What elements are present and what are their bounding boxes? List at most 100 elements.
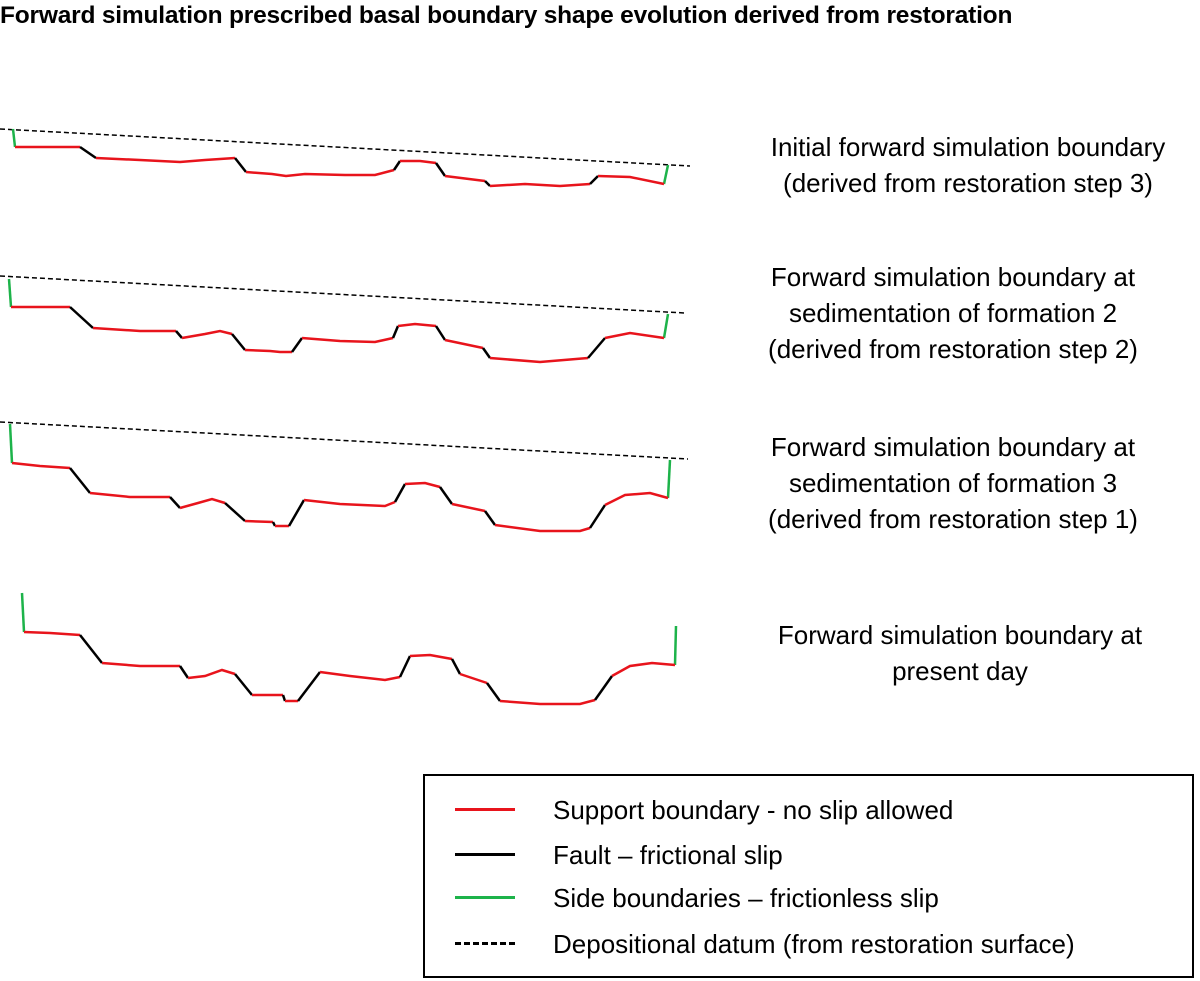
support-segment [11,461,71,470]
support-segment [397,322,437,328]
fault-segment [485,682,502,702]
stage-1-caption: Initial forward simulation boundary (der… [728,129,1200,201]
fault-segment [393,483,407,503]
legend-label: Side boundaries – frictionless slip [553,883,939,913]
support-segment [604,491,669,507]
side-boundary-left [11,128,17,148]
side-boundary-left [7,278,13,308]
fault-segment [481,347,492,359]
support-segment [245,168,395,178]
support-segment [301,336,394,344]
fault-segment [287,499,306,527]
caption-line: sedimentation of formation 3 [788,468,1118,498]
fault-segment [169,496,181,509]
support-segment [611,661,676,678]
support-segment [244,519,274,524]
fault-segment [234,157,247,173]
fault-segment [290,337,304,353]
fault-segment [224,502,246,522]
caption-line: sedimentation of formation 2 [788,298,1118,328]
caption-line: (derived from restoration step 1) [768,504,1138,534]
support-segment [499,698,596,706]
fault-segment [231,333,246,351]
legend-swatch-support [455,808,515,811]
fault-segment [178,665,190,679]
side-boundary-right [666,459,672,499]
datum-line [0,421,689,460]
support-segment [604,331,665,340]
fault-segment [483,510,497,526]
caption-line: Forward simulation boundary at [770,262,1136,292]
legend-label: Depositional datum (from restoration sur… [553,929,1075,959]
fault-segment [392,160,402,171]
fault-segment [271,521,277,527]
legend-item-support: Support boundary - no slip allowed [425,790,1192,830]
support-segment [101,661,180,668]
fault-segment [175,330,183,339]
support-segment [489,182,591,188]
fault-segment [398,655,412,678]
support-segment [95,156,236,164]
support-segment [23,630,81,637]
fault-segment [234,673,253,696]
fault-segment [593,675,614,701]
support-segment [244,348,292,354]
side-boundary-left [8,423,14,464]
support-segment [400,159,437,165]
support-segment [187,668,236,680]
fault-segment [391,325,400,339]
stage-3-boundary [0,421,689,533]
support-segment [489,356,589,364]
fault-segment [79,145,97,160]
support-segment [89,491,170,499]
legend-swatch-side [455,896,515,899]
support-segment [451,502,486,513]
support-segment [444,174,486,183]
fault-segment [589,175,599,185]
support-segment [404,481,441,489]
support-segment [92,326,176,333]
fault-segment [69,467,91,494]
legend-label: Fault – frictional slip [553,840,783,870]
side-boundary-right [662,164,670,185]
legend-item-side: Side boundaries – frictionless slip [425,878,1192,918]
stage-1-boundary [0,128,691,188]
support-segment [444,338,484,350]
figure-title: Forward simulation prescribed basal boun… [0,2,1013,29]
fault-segment [297,671,321,702]
datum-line [0,275,686,314]
datum-line [0,128,691,167]
side-boundary-left [20,592,26,633]
support-segment [597,174,665,186]
side-boundary-right [673,625,678,666]
support-segment [319,670,401,682]
legend-item-datum: Depositional datum (from restoration sur… [425,924,1192,964]
fault-segment [450,658,462,675]
caption-line: Forward simulation boundary at [777,620,1143,650]
boundary-diagram [0,128,691,706]
stage-4-boundary [20,592,678,706]
legend-swatch-datum [455,942,515,945]
caption-line: (derived from restoration step 3) [783,168,1153,198]
side-boundary-right [662,313,670,339]
caption-line: (derived from restoration step 2) [768,334,1138,364]
fault-segment [69,306,94,329]
fault-segment [588,504,607,529]
support-segment [179,497,226,510]
stage-2-caption: Forward simulation boundary at sedimenta… [713,259,1193,367]
support-segment [181,329,233,340]
fault-segment [587,337,606,359]
legend-item-fault: Fault – frictional slip [425,835,1192,875]
legend-swatch-fault [455,853,515,856]
caption-line: Forward simulation boundary at [770,432,1136,462]
fault-segment [434,325,447,341]
fault-segment [438,486,454,505]
fault-segment [79,634,103,664]
fault-segment [434,162,447,177]
support-segment [494,523,591,533]
legend-label: Support boundary - no slip allowed [553,795,954,825]
fault-segment [484,180,491,187]
legend: Support boundary - no slip allowed Fault… [423,774,1194,978]
support-segment [303,498,396,508]
stage-3-caption: Forward simulation boundary at sedimenta… [713,429,1193,537]
